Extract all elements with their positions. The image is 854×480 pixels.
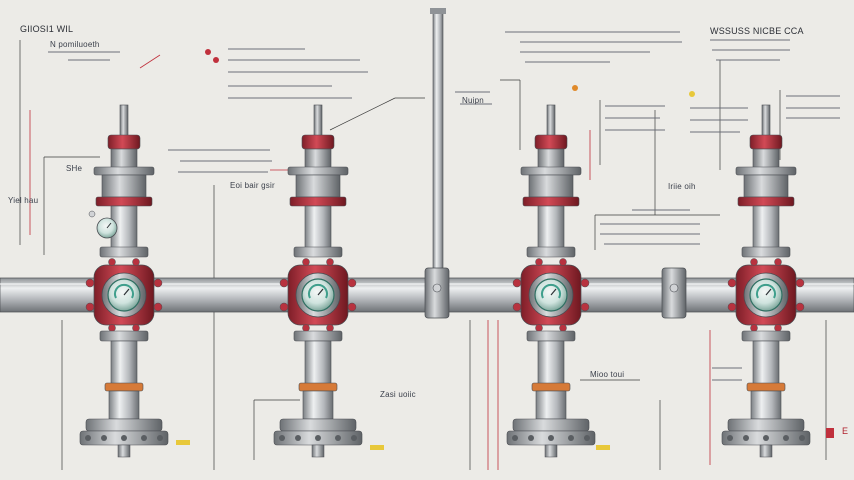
leader-lines bbox=[19, 40, 827, 470]
valve1-note-label: SHe bbox=[66, 164, 83, 173]
valve-assembly-3 bbox=[506, 104, 596, 458]
leader-lines-red bbox=[29, 54, 711, 470]
status-markers bbox=[176, 49, 834, 450]
valve2-mid-label: Eoi bair gsir bbox=[230, 181, 275, 190]
valve-assembly-1 bbox=[79, 104, 169, 458]
title-left-label: GIIOSI1 WIL bbox=[20, 24, 74, 34]
valve3-top-label: Nuipn bbox=[462, 96, 484, 105]
right-edge-label: E bbox=[842, 426, 849, 436]
sub-left-label: N pomiluoeth bbox=[50, 40, 100, 49]
support-pole bbox=[430, 8, 446, 281]
valve4-title-label: WSSUSS NICBE CCA bbox=[710, 26, 804, 36]
pressure-gauge-icon bbox=[88, 210, 118, 239]
valve4-mid-label: Iriie oih bbox=[668, 182, 696, 191]
valve-assembly-2 bbox=[273, 104, 363, 458]
valve-assembly-4 bbox=[721, 104, 811, 458]
valve2-bottom-label: Zasi uoiic bbox=[380, 390, 416, 399]
annotation-text-blocks bbox=[48, 31, 840, 381]
pipe-clamp-icon bbox=[424, 267, 687, 319]
note-left-label: Yiel hau bbox=[8, 196, 39, 205]
valve3-bottom-label: Mioo toui bbox=[590, 370, 625, 379]
